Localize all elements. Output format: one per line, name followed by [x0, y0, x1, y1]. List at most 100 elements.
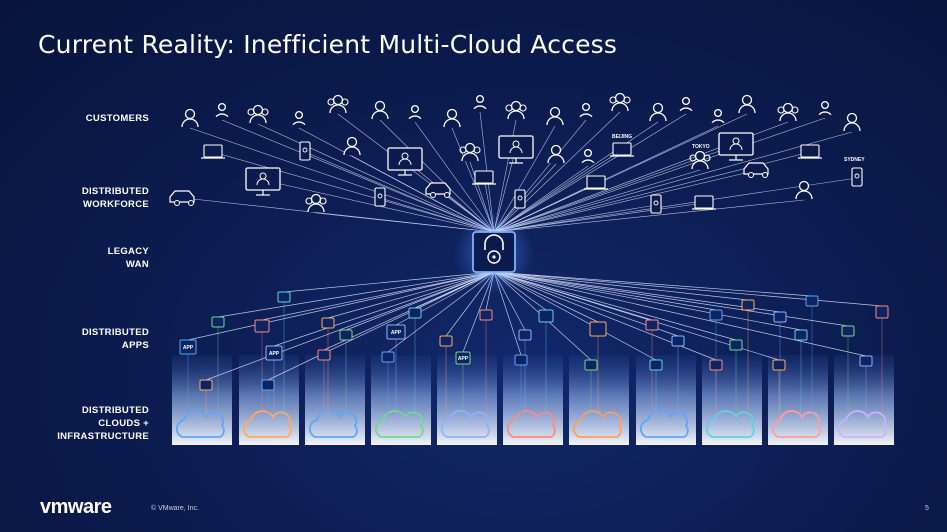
- app-icon: [277, 291, 291, 303]
- app-icon: [875, 305, 889, 319]
- cloud-column: [371, 355, 431, 445]
- laptop-icon: [472, 170, 496, 185]
- phone-icon: [514, 189, 526, 209]
- label-apps: DISTRIBUTED APPS: [9, 326, 149, 352]
- cloud-icon: [639, 410, 689, 438]
- app-icon: [514, 354, 528, 366]
- cloud-column: [172, 355, 232, 445]
- connection-line: [493, 271, 849, 327]
- app-icon: [841, 325, 855, 337]
- label-apps-line1: DISTRIBUTED: [81, 327, 149, 338]
- app-icon: [772, 359, 786, 371]
- app-icon: [254, 319, 270, 333]
- person-icon: [711, 108, 725, 124]
- connection-line: [493, 169, 701, 233]
- connection-line: [212, 151, 495, 233]
- person-icon: [581, 148, 595, 164]
- laptop-icon: [610, 142, 634, 157]
- person-icon: [443, 108, 461, 128]
- cloud-columns: [172, 355, 894, 445]
- app-icon: [773, 311, 787, 323]
- cloud-column: [834, 355, 894, 445]
- cloud-icon: [705, 410, 755, 438]
- person-icon: [247, 104, 269, 124]
- cloud-column: [569, 355, 629, 445]
- phone-icon: [650, 194, 662, 214]
- connection-line: [273, 271, 495, 347]
- cloud-icon: [837, 410, 887, 438]
- label-clouds-line1: DISTRIBUTED: [81, 405, 149, 416]
- svg-text:APP: APP: [458, 356, 469, 362]
- car-icon: [743, 162, 769, 178]
- connection-line: [493, 111, 621, 233]
- app-icons: APP APP APP APP: [179, 291, 889, 391]
- connection-line: [493, 271, 657, 361]
- phone-icon: [374, 187, 386, 207]
- cloud-icon: [242, 410, 292, 438]
- app-icon: [584, 359, 598, 371]
- app-icon: [805, 295, 819, 307]
- car-icon: [169, 190, 195, 206]
- cloud-column: [768, 355, 828, 445]
- person-icon: [579, 102, 593, 118]
- label-customers-text: CUSTOMERS: [85, 113, 149, 124]
- connection-line: [493, 121, 659, 233]
- app-icon: [729, 339, 743, 351]
- label-workforce-line1: DISTRIBUTED: [81, 186, 149, 197]
- person-icon: [547, 144, 565, 164]
- app-icon: [381, 351, 395, 363]
- people-icons: [169, 92, 863, 214]
- label-wan-line2: WAN: [125, 259, 149, 270]
- app-icon: [261, 379, 275, 391]
- connection-line: [493, 271, 717, 311]
- connection-line: [217, 271, 495, 318]
- person-icon: [215, 102, 229, 118]
- person-icon: [546, 106, 564, 126]
- label-clouds: DISTRIBUTED CLOUDS + INFRASTRUCTURE: [9, 404, 149, 443]
- app-icon: [741, 299, 755, 311]
- person-icon: [408, 104, 422, 120]
- phone-icon: [299, 141, 311, 161]
- app-icon: APP: [455, 351, 471, 365]
- city-label-sydney: SYDNEY: [844, 157, 865, 163]
- app-icon: [709, 359, 723, 371]
- svg-text:APP: APP: [391, 330, 402, 336]
- city-label-beijing: BEIJING: [612, 134, 632, 140]
- connection-line: [257, 123, 495, 233]
- svg-text:APP: APP: [269, 351, 280, 357]
- app-icon: [439, 335, 453, 347]
- monitor-icon: [387, 147, 423, 176]
- cloud-icon: [771, 410, 821, 438]
- app-icon: [339, 329, 353, 341]
- connection-line: [183, 197, 495, 233]
- monitor-icon: [245, 167, 281, 196]
- cloud-icon: [175, 410, 225, 438]
- connection-line: [187, 271, 495, 341]
- connection-line: [493, 271, 813, 297]
- svg-text:APP: APP: [183, 345, 194, 351]
- vmware-logo: vmware: [40, 496, 112, 518]
- label-workforce-line2: WORKFORCE: [82, 199, 149, 210]
- cloud-column: [636, 355, 696, 445]
- connection-line: [493, 271, 867, 357]
- connection-line: [493, 113, 687, 233]
- connection-line: [493, 271, 802, 331]
- connection-line: [493, 271, 717, 361]
- connection-line: [493, 271, 749, 301]
- person-icon: [649, 102, 667, 122]
- connection-line: [351, 155, 495, 233]
- monitor-icon: [718, 132, 754, 161]
- connection-line: [267, 271, 495, 381]
- cloud-icon: [572, 410, 622, 438]
- cloud-icon: [374, 410, 424, 438]
- laptop-icon: [798, 144, 822, 159]
- person-icon: [609, 92, 631, 112]
- label-wan: LEGACY WAN: [9, 245, 149, 271]
- app-icon: [518, 329, 532, 341]
- app-icon: [794, 329, 808, 341]
- cloud-icon: [506, 410, 556, 438]
- laptop-icon: [201, 144, 225, 159]
- app-icon: [479, 309, 493, 321]
- app-icon: [649, 359, 663, 371]
